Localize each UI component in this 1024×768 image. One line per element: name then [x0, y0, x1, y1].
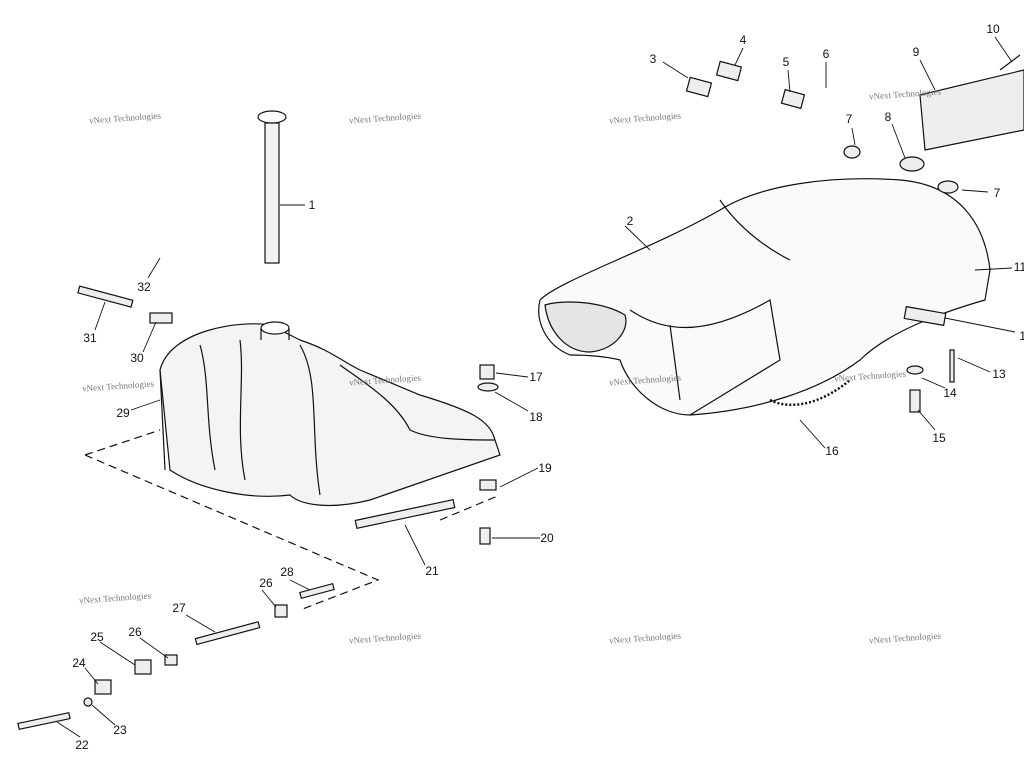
callout-24: 24 [72, 656, 86, 670]
callout-12: 12 [1019, 329, 1024, 343]
callout-26b: 26 [259, 576, 273, 590]
callout-3: 3 [649, 52, 657, 66]
callout-23: 23 [113, 723, 127, 737]
callout-2: 2 [626, 214, 634, 228]
callout-27: 27 [172, 601, 186, 615]
seat [538, 178, 991, 416]
callout-25: 25 [90, 630, 104, 644]
callout-31: 31 [83, 331, 97, 345]
callout-14: 14 [943, 386, 957, 400]
callout-17: 17 [529, 370, 543, 384]
callout-30: 30 [130, 351, 144, 365]
callout-13: 13 [992, 367, 1006, 381]
callout-26: 26 [128, 625, 142, 639]
callout-1: 1 [308, 198, 316, 212]
callout-7b: 7 [993, 186, 1001, 200]
callout-28: 28 [280, 565, 294, 579]
callout-21: 21 [425, 564, 439, 578]
callout-7: 7 [845, 112, 853, 126]
callout-16: 16 [825, 444, 839, 458]
callout-11: 11 [1013, 260, 1024, 274]
callout-4: 4 [739, 33, 747, 47]
callout-20: 20 [540, 531, 554, 545]
callout-22: 22 [75, 738, 89, 752]
callout-9: 9 [912, 45, 920, 59]
callout-19: 19 [538, 461, 552, 475]
fuel-gauge-part [257, 110, 287, 264]
callout-6: 6 [822, 47, 830, 61]
callout-18: 18 [529, 410, 543, 424]
callout-32: 32 [137, 280, 151, 294]
callout-29: 29 [116, 406, 130, 420]
leader-lines [56, 36, 1016, 738]
small-parts [17, 54, 1024, 731]
fuel-tank [159, 321, 501, 507]
callout-5: 5 [782, 55, 790, 69]
callout-8: 8 [884, 110, 892, 124]
callout-10: 10 [986, 22, 1000, 36]
callout-15: 15 [932, 431, 946, 445]
